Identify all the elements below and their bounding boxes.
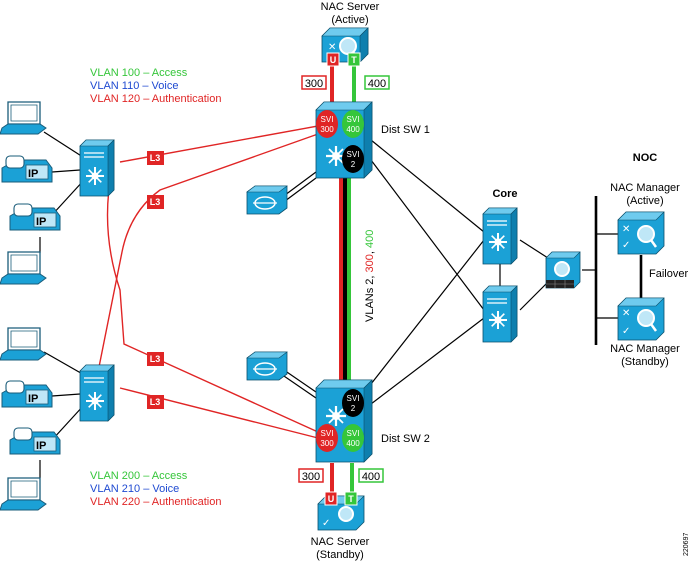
svg-text:SVI: SVI: [321, 429, 334, 438]
ip-phone-icon: IP: [9, 427, 61, 455]
nac-manager-standby-state: (Standby): [621, 356, 669, 368]
l3-tag: L3: [147, 151, 164, 165]
trunk-link: [339, 178, 351, 384]
trunk-vlans-label: VLANs 2, 300, 400: [364, 230, 376, 322]
svg-text:2: 2: [351, 404, 356, 413]
vlan-access-bottom: VLAN 200 – Access: [90, 470, 188, 482]
svi-300-top: SVI 300: [316, 110, 338, 138]
vlan-voice-top: VLAN 110 – Voice: [90, 80, 178, 92]
nac-manager-active-name: NAC Manager: [610, 182, 680, 194]
nac-top-links: [330, 62, 356, 495]
svi-400-top: SVI 400: [342, 110, 364, 138]
svg-text:✕: ✕: [622, 224, 630, 235]
nac-server-top-state: (Active): [331, 14, 368, 26]
figure-id: 220697: [683, 533, 690, 556]
nac-manager-standby: ✕ ✓: [617, 297, 665, 341]
svg-text:400: 400: [362, 471, 380, 483]
nac-manager-standby-name: NAC Manager: [610, 343, 680, 355]
svg-text:✓: ✓: [322, 518, 330, 529]
ip-phone-icon: IP: [9, 203, 61, 231]
vlan-auth-bottom: VLAN 220 – Authentication: [90, 496, 221, 508]
service-module-top: [246, 185, 288, 215]
vlan-400-tag-top: 400: [364, 75, 390, 90]
svg-text:300: 300: [305, 78, 323, 90]
svg-text:L3: L3: [150, 153, 161, 163]
port-trusted-bottom: T: [344, 491, 358, 506]
port-untrusted-bottom: U: [324, 491, 338, 506]
service-module-bottom: [246, 351, 288, 381]
svg-text:SVI: SVI: [347, 394, 360, 403]
l3-tag: L3: [147, 195, 164, 209]
core-label: Core: [492, 188, 517, 200]
noc-label: NOC: [633, 152, 658, 164]
laptop-icon: [0, 327, 47, 361]
svg-text:L3: L3: [150, 197, 161, 207]
core-switch-1: [482, 207, 518, 265]
ip-phone-icon: IP: [1, 380, 53, 408]
l3-links: [97, 125, 319, 439]
vlan-400-tag-bottom: 400: [358, 468, 384, 483]
svg-text:SVI: SVI: [347, 115, 360, 124]
svg-text:300: 300: [302, 471, 320, 483]
svg-text:✕: ✕: [622, 308, 630, 319]
nac-server-bottom-name: NAC Server: [311, 536, 370, 548]
svg-text:✓: ✓: [622, 240, 630, 251]
svg-text:L3: L3: [150, 354, 161, 364]
black-links: [39, 131, 643, 478]
svg-text:2: 2: [351, 160, 356, 169]
port-trusted-top: T: [347, 52, 361, 67]
dist-sw2-label: Dist SW 2: [381, 433, 430, 445]
svi-2-bottom: SVI 2: [342, 389, 364, 417]
svg-text:400: 400: [346, 439, 360, 448]
svg-text:IP: IP: [36, 440, 46, 452]
port-untrusted-top: U: [326, 52, 340, 67]
svg-text:300: 300: [320, 439, 334, 448]
svi-400-bottom: SVI 400: [342, 424, 364, 452]
vlan-voice-bottom: VLAN 210 – Voice: [90, 483, 179, 495]
core-switch-2: [482, 285, 518, 343]
firewall-icon: [545, 251, 581, 289]
svg-text:IP: IP: [28, 393, 38, 405]
svg-text:400: 400: [368, 78, 386, 90]
svg-text:L3: L3: [150, 397, 161, 407]
svg-text:IP: IP: [28, 168, 38, 180]
laptop-icon: [0, 101, 47, 135]
svg-text:U: U: [328, 494, 335, 504]
l3-tag: L3: [147, 395, 164, 409]
svg-text:SVI: SVI: [321, 115, 334, 124]
laptop-icon: [0, 477, 47, 511]
svg-text:SVI: SVI: [347, 150, 360, 159]
nac-server-top-name: NAC Server: [321, 1, 380, 13]
vlan-auth-top: VLAN 120 – Authentication: [90, 93, 221, 105]
svg-text:300: 300: [320, 125, 334, 134]
ip-phone-icon: IP: [1, 155, 53, 183]
svg-text:IP: IP: [36, 216, 46, 228]
nac-server-bottom-state: (Standby): [316, 549, 364, 561]
access-switch-bottom: [79, 364, 115, 422]
svi-2-top: SVI 2: [342, 145, 364, 173]
svg-text:400: 400: [346, 125, 360, 134]
svg-text:✓: ✓: [622, 326, 630, 337]
svg-text:SVI: SVI: [347, 429, 360, 438]
vlan-300-tag-top: 300: [301, 75, 327, 90]
vlan-300-tag-bottom: 300: [298, 468, 324, 483]
access-switch-top: [79, 139, 115, 197]
svg-text:U: U: [330, 55, 337, 65]
l3-tag: L3: [147, 352, 164, 366]
svg-text:T: T: [351, 55, 357, 65]
nac-manager-active-state: (Active): [626, 195, 663, 207]
nac-manager-active: ✕ ✓: [617, 211, 665, 255]
failover-label: Failover: [649, 268, 688, 280]
dist-sw1-label: Dist SW 1: [381, 124, 430, 136]
laptop-icon: [0, 251, 47, 285]
svi-300-bottom: SVI 300: [316, 424, 338, 452]
svg-text:T: T: [348, 494, 354, 504]
vlan-access-top: VLAN 100 – Access: [90, 67, 188, 79]
